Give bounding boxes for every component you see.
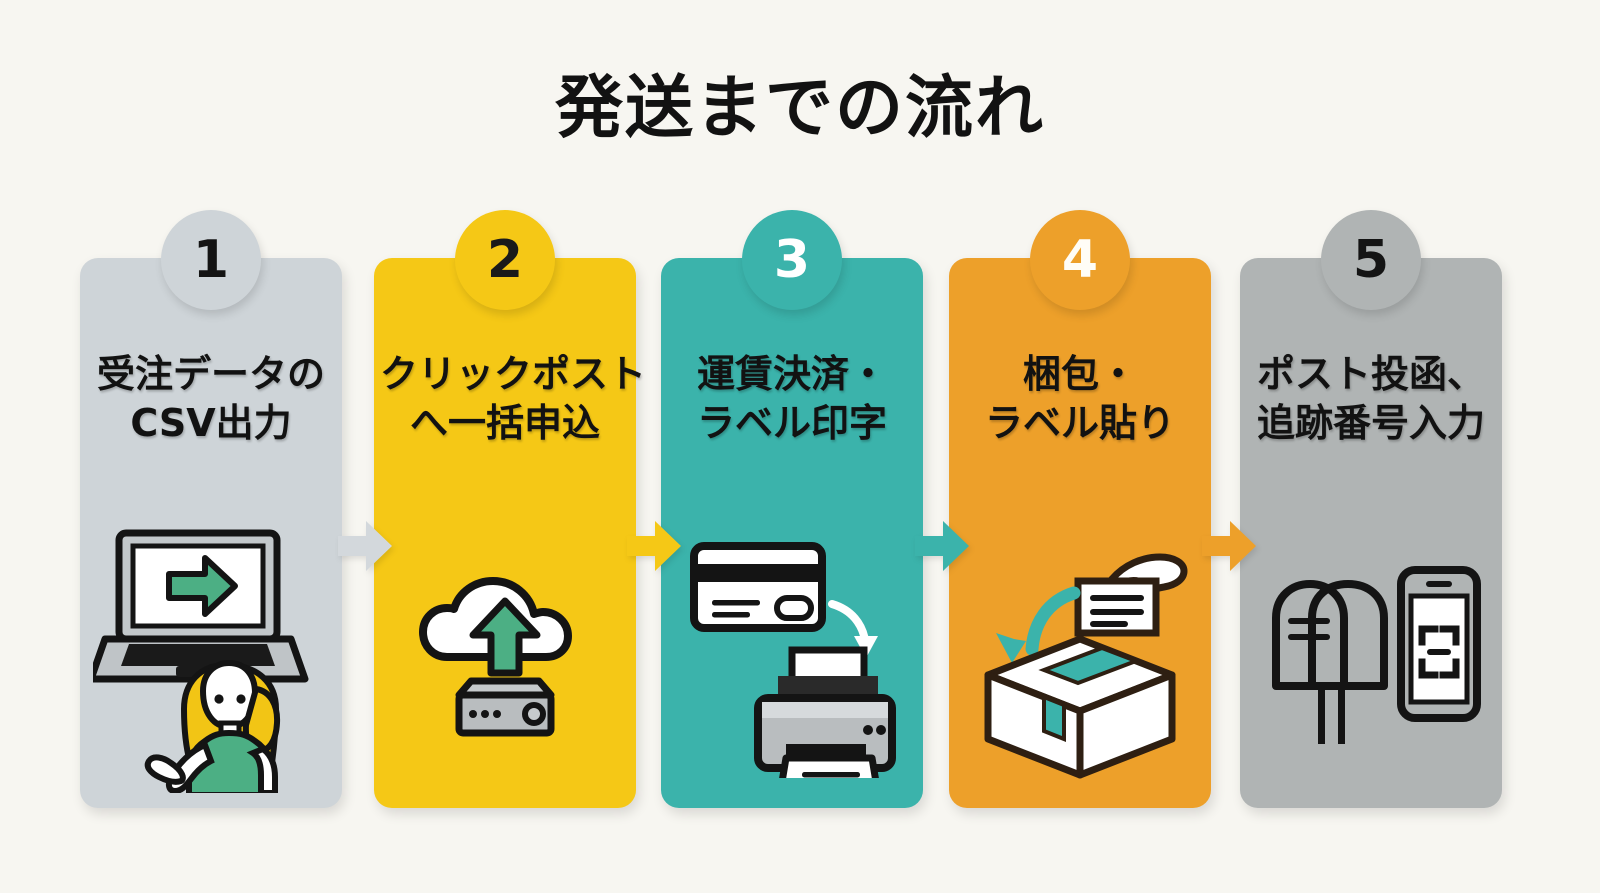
step-label-4: 梱包・ ラベル貼り — [949, 350, 1211, 447]
step-label-1: 受注データの CSV出力 — [80, 350, 342, 447]
step-label-5: ポスト投函、 追跡番号入力 — [1240, 350, 1502, 447]
step-label-3-line2: ラベル印字 — [696, 400, 887, 445]
step-number-badge-4: 4 — [1030, 210, 1130, 310]
step-number-badge-5: 5 — [1321, 210, 1421, 310]
step-label-3: 運賃決済・ ラベル印字 — [661, 350, 923, 447]
step-card-1[interactable]: 1 受注データの CSV出力 — [80, 210, 342, 808]
step-number-badge-1: 1 — [161, 210, 261, 310]
arrow-step1-to-step2 — [336, 518, 394, 574]
step-label-4-line2: ラベル貼り — [984, 400, 1175, 445]
step-label-5-line1: ポスト投函、 — [1256, 352, 1485, 396]
step-label-3-line1: 運賃決済・ — [696, 352, 887, 396]
mailbox-phone-scan-icon — [1272, 566, 1481, 744]
step-card-4[interactable]: 4 梱包・ ラベル貼り — [949, 210, 1211, 808]
step-label-1-line1: 受注データの — [96, 352, 325, 396]
step-card-5[interactable]: 5 ポスト投函、 追跡番号入力 — [1240, 210, 1502, 808]
page-title: 発送までの流れ — [554, 69, 1045, 148]
credit-card-printer-icon — [690, 542, 896, 778]
step-label-2-line2: へ一括申込 — [409, 400, 600, 445]
step-icon-1-wrap — [80, 508, 342, 798]
step-card-2[interactable]: 2 クリックポスト へ一括申込 — [374, 210, 647, 808]
arrow-step2-to-step3 — [625, 518, 683, 574]
step-card-3[interactable]: 3 運賃決済・ ラベル印字 — [661, 210, 923, 808]
laptop-export-person-icon — [93, 529, 309, 793]
step-icon-4-wrap — [949, 508, 1211, 798]
arrow-step4-to-step5 — [1200, 518, 1258, 574]
step-icon-5-wrap — [1240, 508, 1502, 798]
arrow-step3-to-step4 — [913, 518, 971, 574]
step-label-2-line1: クリックポスト — [380, 352, 647, 396]
step-label-5-line2: 追跡番号入力 — [1256, 400, 1485, 445]
step-number-badge-3: 3 — [742, 210, 842, 310]
step-label-2: クリックポスト へ一括申込 — [374, 350, 647, 447]
hand-label-box-icon — [984, 553, 1188, 779]
process-flow: 1 受注データの CSV出力 — [0, 210, 1600, 818]
cloud-upload-server-icon — [419, 577, 572, 737]
step-label-1-line2: CSV出力 — [130, 400, 292, 445]
step-number-badge-2: 2 — [455, 210, 555, 310]
step-label-4-line1: 梱包・ — [1022, 352, 1137, 396]
step-icon-2-wrap — [374, 508, 636, 798]
step-icon-3-wrap — [661, 508, 923, 798]
